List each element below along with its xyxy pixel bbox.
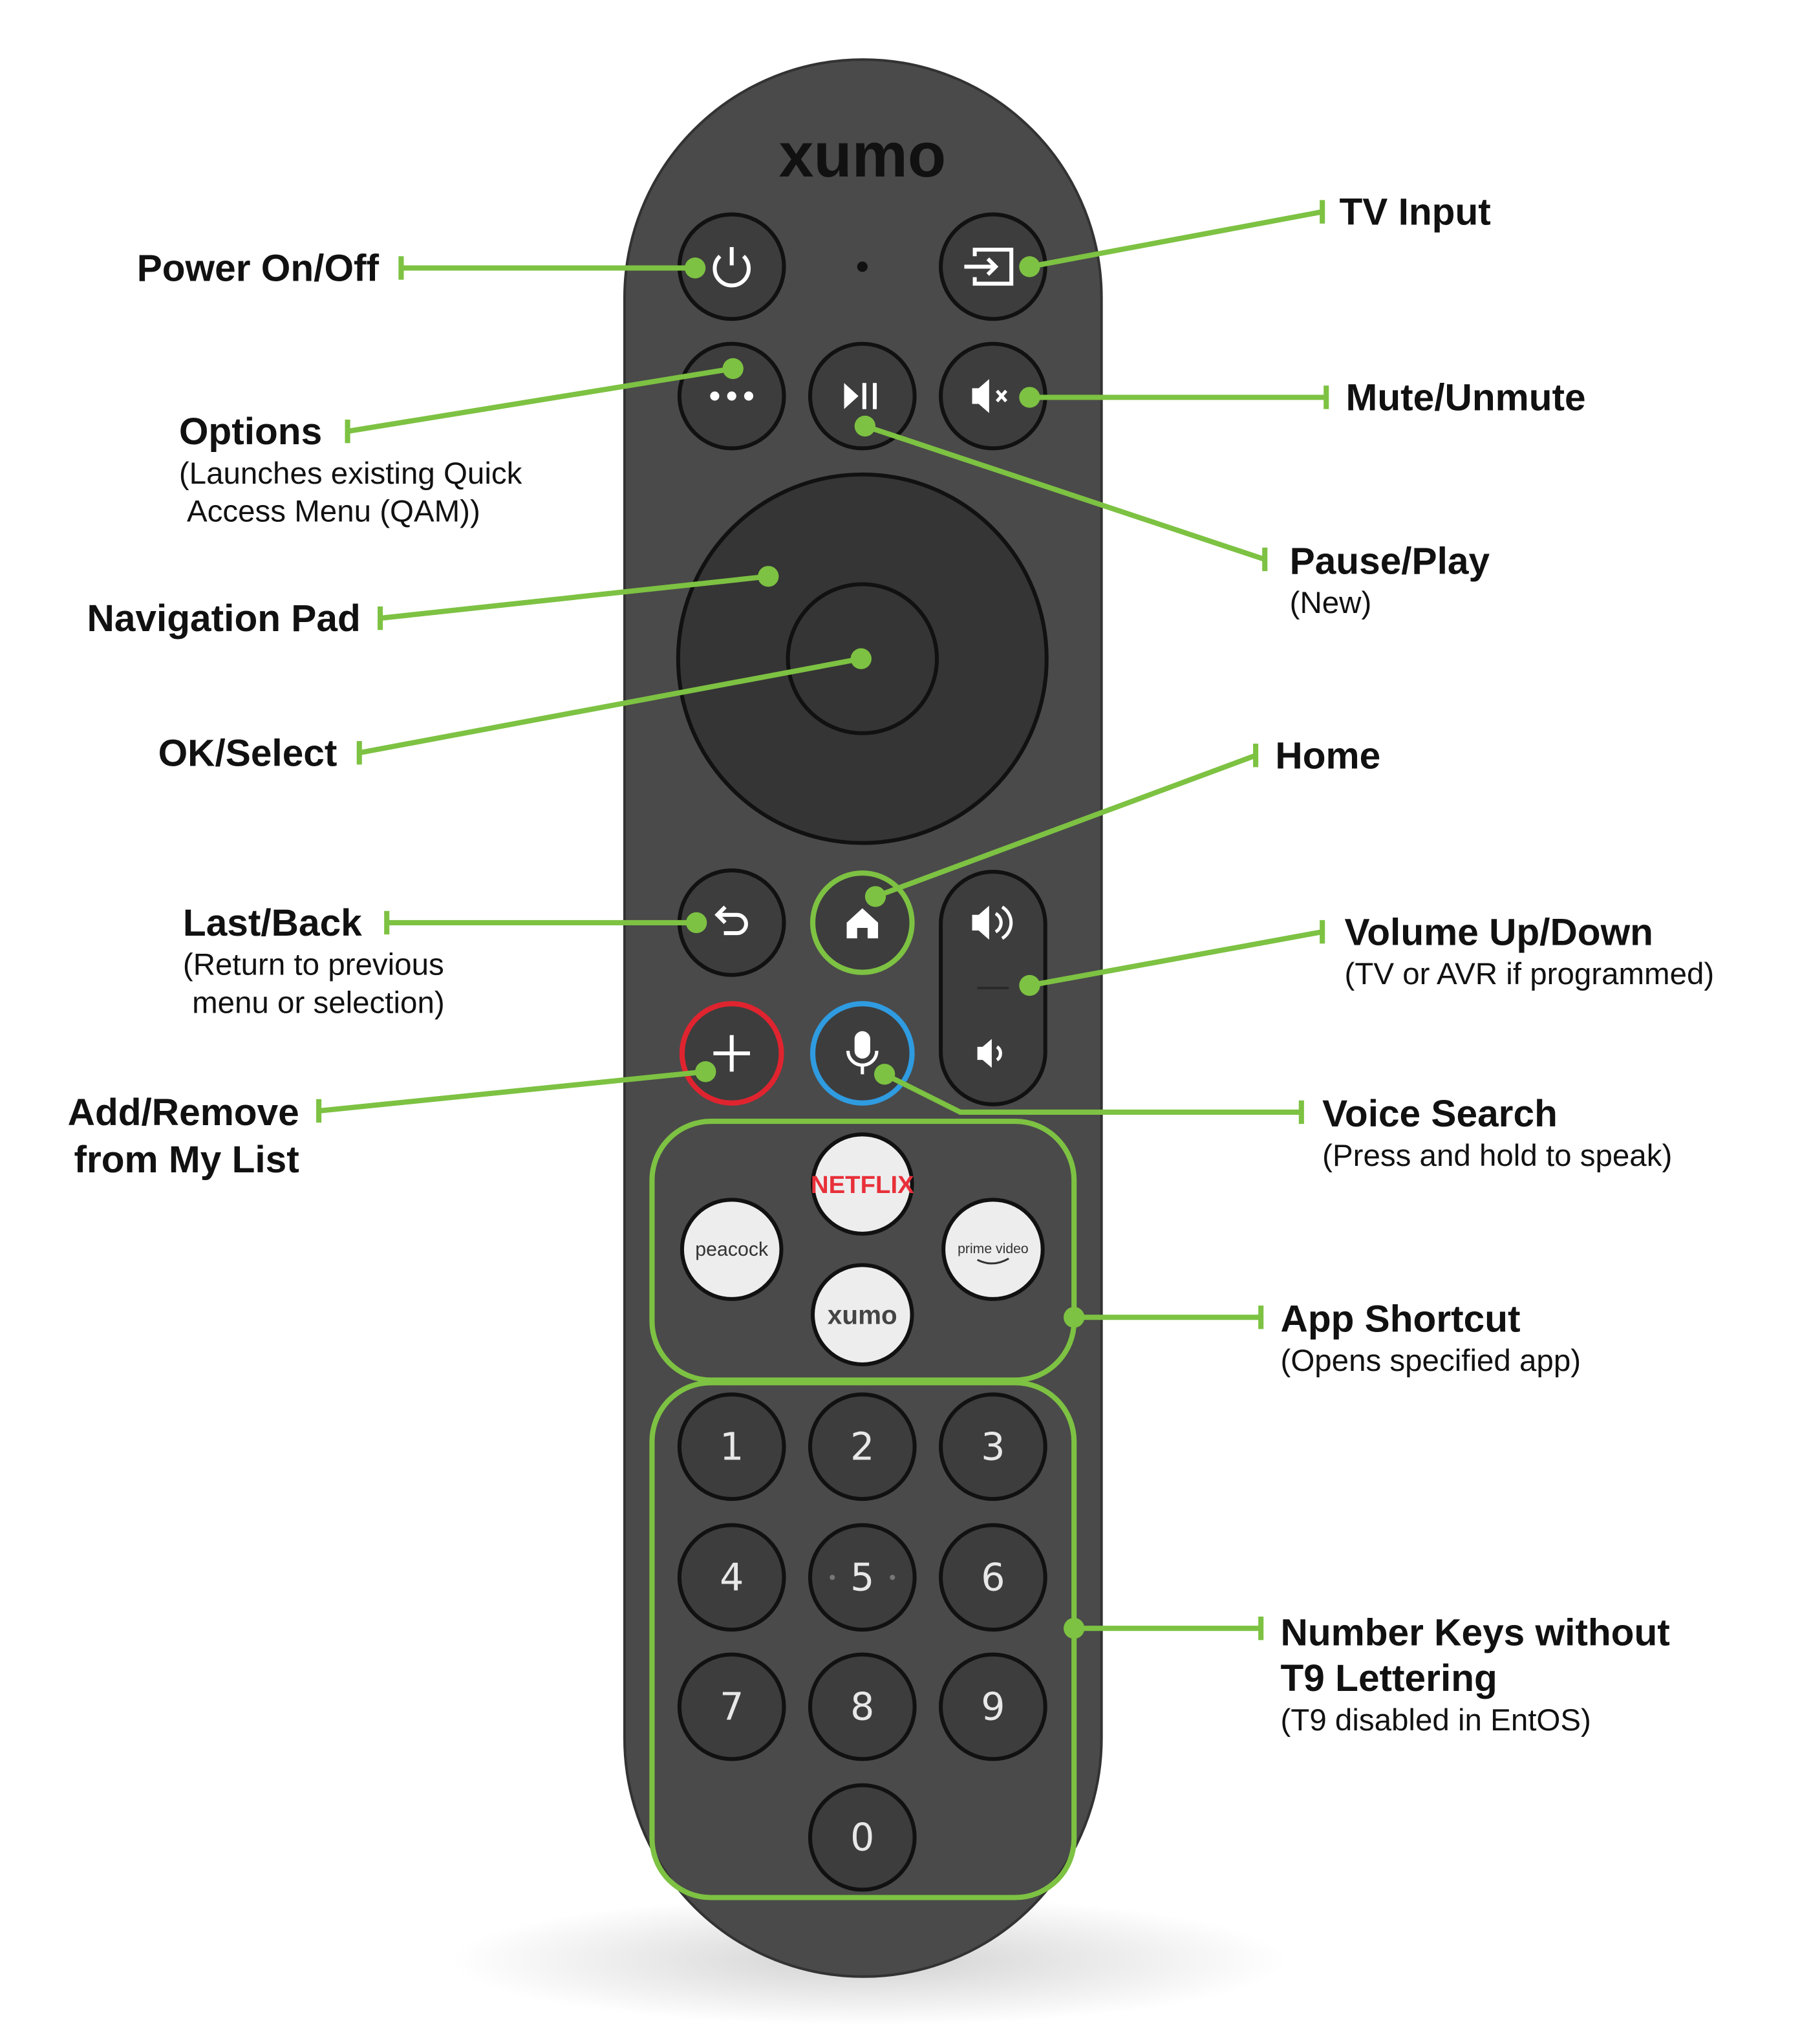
microphone-icon (846, 1031, 879, 1075)
label-ok-select: OK/Select (158, 732, 338, 774)
label-nav-pad: Navigation Pad (87, 597, 361, 640)
number-key-7[interactable]: 7 (677, 1652, 786, 1761)
label-app-shortcut-desc: (Opens specified app) (1281, 1344, 1581, 1378)
number-keys-highlight (649, 1380, 1077, 1900)
label-options-desc-1: (Launches existing Quick (179, 457, 522, 491)
volume-up-icon (972, 905, 1013, 940)
svg-text:1: 1 (720, 1425, 744, 1468)
number-key-8[interactable]: 8 (808, 1652, 917, 1761)
play-pause-button[interactable] (808, 341, 917, 451)
label-power: Power On/Off (137, 248, 380, 290)
microphone-hole (857, 261, 868, 272)
label-app-shortcut: App Shortcut (1281, 1298, 1521, 1340)
play-pause-icon (844, 383, 877, 409)
number-keypad: 1 2 3 4 5 6 7 8 9 0 (677, 1392, 1047, 1892)
svg-text:5: 5 (850, 1555, 874, 1599)
svg-text:2: 2 (850, 1425, 874, 1468)
svg-text:6: 6 (981, 1555, 1005, 1599)
more-icon (710, 391, 754, 401)
peacock-button[interactable]: peacock (680, 1198, 784, 1301)
back-icon (714, 905, 748, 936)
netflix-button[interactable]: NETFLIX (811, 1132, 914, 1236)
number-key-6[interactable]: 6 (939, 1523, 1047, 1632)
tv-input-button[interactable] (939, 212, 1047, 321)
voice-button[interactable] (809, 1001, 915, 1106)
volume-down-icon (977, 1038, 1002, 1068)
xumo-app-logo: xumo (828, 1300, 897, 1329)
svg-text:9: 9 (981, 1684, 1005, 1728)
number-key-0[interactable]: 0 (808, 1783, 917, 1892)
label-volume-desc: (TV or AVR if programmed) (1345, 957, 1715, 991)
label-home: Home (1275, 735, 1380, 777)
svg-text:4: 4 (720, 1555, 744, 1599)
home-button[interactable] (809, 870, 915, 975)
label-options: Options (179, 411, 322, 453)
number-key-9[interactable]: 9 (939, 1652, 1047, 1761)
number-key-2[interactable]: 2 (808, 1392, 917, 1501)
number-key-5[interactable]: 5 (808, 1523, 917, 1632)
input-icon (964, 248, 1014, 286)
label-number-keys-1: Number Keys without (1281, 1611, 1670, 1653)
svg-text:3: 3 (981, 1425, 1005, 1468)
power-icon (713, 247, 751, 288)
home-icon (846, 908, 879, 939)
label-volume: Volume Up/Down (1345, 911, 1653, 953)
svg-text:0: 0 (850, 1816, 874, 1860)
label-voice-desc: (Press and hold to speak) (1322, 1139, 1672, 1173)
peacock-logo: peacock (695, 1239, 769, 1260)
number-key-4[interactable]: 4 (677, 1523, 786, 1632)
svg-text:8: 8 (850, 1684, 874, 1728)
svg-text:7: 7 (720, 1684, 744, 1728)
volume-rocker[interactable] (939, 870, 1047, 1106)
prime-video-button[interactable]: prime video (941, 1198, 1045, 1301)
xumo-app-button[interactable]: xumo (810, 1263, 914, 1367)
label-last-back: Last/Back (183, 902, 362, 944)
label-pause-play-desc: (New) (1290, 586, 1372, 620)
label-last-back-desc-2: menu or selection) (192, 985, 445, 1020)
leader-lines (316, 200, 1329, 1641)
number-key-1[interactable]: 1 (677, 1392, 786, 1501)
label-voice: Voice Search (1322, 1093, 1558, 1135)
label-number-keys-2: T9 Lettering (1281, 1657, 1497, 1699)
prime-video-logo: prime video (958, 1242, 1029, 1256)
xumo-logo: xumo (778, 120, 946, 190)
label-pause-play: Pause/Play (1290, 540, 1490, 582)
mute-icon (972, 379, 1008, 413)
label-number-keys-desc: (T9 disabled in EntOS) (1281, 1703, 1591, 1737)
netflix-logo: NETFLIX (811, 1171, 914, 1199)
label-add-remove-1: Add/Remove (68, 1092, 299, 1134)
amazon-smile-icon (976, 1257, 1009, 1265)
options-button[interactable] (677, 341, 786, 451)
label-last-back-desc-1: (Return to previous (183, 948, 444, 982)
plus-icon (713, 1035, 751, 1072)
add-remove-button[interactable] (679, 1001, 784, 1106)
label-tv-input: TV Input (1339, 191, 1490, 233)
label-add-remove-2: from My List (74, 1139, 299, 1181)
label-options-desc-2: Access Menu (QAM)) (187, 494, 480, 528)
label-mute: Mute/Unmute (1346, 377, 1586, 419)
number-key-3[interactable]: 3 (939, 1392, 1047, 1501)
